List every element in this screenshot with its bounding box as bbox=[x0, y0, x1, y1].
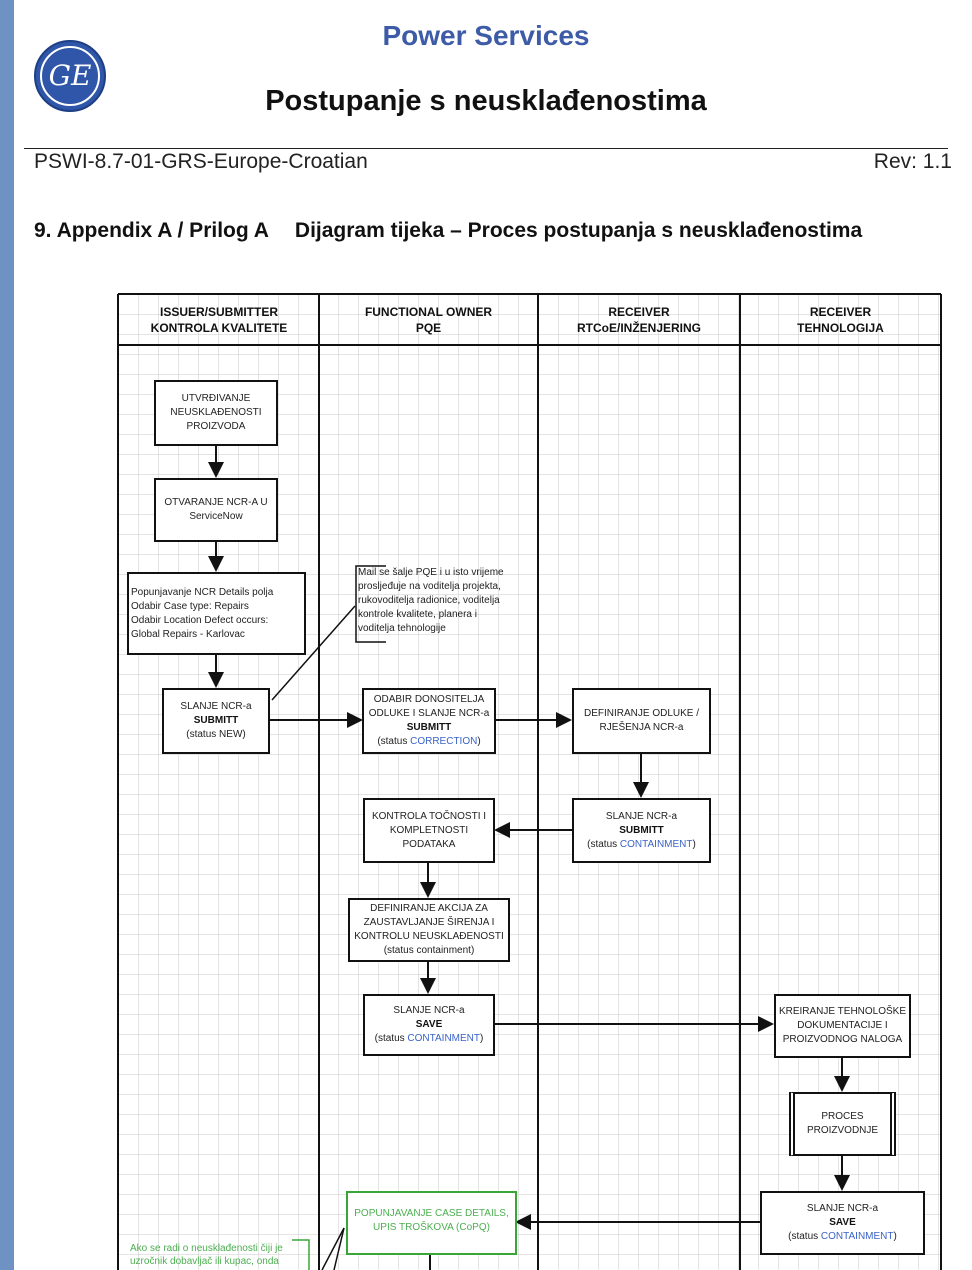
step-text: ServiceNow bbox=[189, 511, 243, 522]
status-value: CORRECTION bbox=[410, 736, 478, 747]
status-prefix: (status bbox=[587, 838, 620, 850]
step-define-containment-actions: DEFINIRANJE AKCIJA ZA ZAUSTAVLJANJE ŠIRE… bbox=[348, 898, 510, 962]
step-check-data-accuracy: KONTROLA TOČNOSTI I KOMPLETNOSTI PODATAK… bbox=[363, 798, 495, 863]
lane-header-line: FUNCTIONAL OWNER bbox=[364, 305, 493, 319]
step-send-ncr-save: SLANJE NCR-a SAVE (status CONTAINMENT) bbox=[363, 994, 495, 1056]
step-identify-nonconformity: UTVRĐIVANJE NEUSKLAĐENOSTI PROIZVODA bbox=[154, 380, 278, 446]
step-text: NEUSKLAĐENOSTI bbox=[170, 407, 262, 418]
step-text: ZAUSTAVLJANJE ŠIRENJA I bbox=[363, 917, 495, 928]
revision-label: Rev: 1.1 bbox=[873, 150, 952, 173]
step-create-tech-documentation: KREIRANJE TEHNOLOŠKE DOKUMENTACIJE I PRO… bbox=[774, 994, 911, 1058]
status-value: CONTAINMENT bbox=[820, 1231, 894, 1242]
step-send-ncr-save-tech: SLANJE NCR-a SAVE (status CONTAINMENT) bbox=[760, 1191, 925, 1255]
step-text: RJEŠENJA NCR-a bbox=[599, 722, 684, 733]
step-text: (status containment) bbox=[383, 945, 475, 956]
step-status: (status CONTAINMENT) bbox=[587, 838, 696, 852]
step-select-decision-owner: ODABIR DONOSITELJA ODLUKE I SLANJE NCR-a… bbox=[362, 688, 496, 754]
step-text: ODABIR DONOSITELJA bbox=[373, 694, 485, 705]
lane-header-line: RTCoE/INŽENJERING bbox=[576, 321, 701, 335]
step-text: Global Repairs - Karlovac bbox=[131, 628, 245, 640]
document-title: Postupanje s neusklađenostima bbox=[265, 85, 707, 117]
section-heading: 9. Appendix A / Prilog A Dijagram tijeka … bbox=[34, 219, 862, 243]
step-define-decision: DEFINIRANJE ODLUKE / RJEŠENJA NCR-a bbox=[572, 688, 711, 754]
step-text: KREIRANJE TEHNOLOŠKE bbox=[778, 1006, 907, 1017]
lane-header-issuer: ISSUER/SUBMITTER KONTROLA KVALITETE bbox=[120, 298, 318, 342]
step-fill-ncr-details: Popunjavanje NCR Details polja Odabir Ca… bbox=[127, 572, 306, 655]
step-open-ncr: OTVARANJE NCR-A U ServiceNow bbox=[154, 478, 278, 542]
lane-header-line: RECEIVER bbox=[608, 305, 670, 319]
step-text: ODLUKE I SLANJE NCR-a bbox=[368, 708, 490, 719]
header-divider bbox=[24, 148, 948, 149]
supplier-annotation: Ako se radi o neusklađenosti čiji je uzr… bbox=[130, 1242, 310, 1268]
note-text: kontrole kvalitete, planera i bbox=[358, 609, 477, 620]
step-text: Odabir Case type: Repairs bbox=[131, 600, 249, 612]
step-action: SUBMITT bbox=[406, 722, 452, 733]
status-value: CONTAINMENT bbox=[407, 1033, 481, 1044]
step-text: POPUNJAVANJE CASE DETAILS, bbox=[354, 1208, 509, 1219]
status-prefix: (status bbox=[374, 1033, 408, 1044]
mail-annotation: Mail se šalje PQE i u isto vrijeme prosl… bbox=[358, 566, 536, 636]
step-text: PROIZVODNJE bbox=[806, 1125, 879, 1136]
lane-header-receiver-tehnologija: RECEIVER TEHNOLOGIJA bbox=[741, 298, 940, 342]
company-name: Power Services bbox=[382, 20, 590, 51]
step-text: Odabir Location Defect occurs: bbox=[131, 614, 269, 626]
note-text: Ako se radi o neusklađenosti čiji je bbox=[130, 1243, 283, 1254]
lane-header-line: ISSUER/SUBMITTER bbox=[159, 305, 278, 319]
status-suffix: ) bbox=[893, 1231, 897, 1242]
step-text: PROIZVODA bbox=[186, 421, 246, 432]
step-text: KONTROLA TOČNOSTI I bbox=[371, 810, 487, 822]
step-text: DEFINIRANJE ODLUKE / bbox=[583, 708, 700, 719]
step-text: UPIS TROŠKOVA (CoPQ) bbox=[373, 1222, 490, 1233]
lane-header-receiver-rtcoe: RECEIVER RTCoE/INŽENJERING bbox=[539, 298, 739, 342]
lane-header-functional-owner: FUNCTIONAL OWNER PQE bbox=[320, 298, 537, 342]
step-action: SAVE bbox=[829, 1217, 856, 1228]
step-text: KOMPLETNOSTI bbox=[389, 824, 469, 836]
lane-header-line: TEHNOLOGIJA bbox=[797, 321, 884, 335]
step-status: (status NEW) bbox=[186, 729, 246, 740]
section-number: 9. Appendix A / Prilog A bbox=[34, 219, 269, 242]
step-text: SLANJE NCR-a bbox=[605, 810, 678, 822]
document-id: PSWI-8.7-01-GRS-Europe-Croatian bbox=[34, 150, 368, 173]
section-subtitle: Dijagram tijeka – Proces postupanja s ne… bbox=[294, 219, 863, 242]
step-fill-case-details: POPUNJAVANJE CASE DETAILS, UPIS TROŠKOVA… bbox=[346, 1191, 517, 1255]
ge-monogram: GE bbox=[40, 46, 100, 106]
status-prefix: (status bbox=[377, 736, 411, 747]
note-text: prosljeđuje na voditelja projekta, bbox=[358, 581, 501, 592]
note-text: uzročnik dobavljač ili kupac, onda bbox=[130, 1256, 279, 1267]
status-suffix: ) bbox=[692, 838, 696, 850]
step-text: PROIZVODNOG NALOGA bbox=[782, 1034, 903, 1045]
note-text: voditelja tehnologije bbox=[358, 623, 446, 634]
status-prefix: (status bbox=[788, 1231, 821, 1242]
step-action: SAVE bbox=[415, 1019, 443, 1030]
step-send-ncr-submitt: SLANJE NCR-a SUBMITT (status NEW) bbox=[162, 688, 270, 754]
step-text: PROCES bbox=[821, 1111, 864, 1122]
status-suffix: ) bbox=[477, 736, 481, 747]
lane-header-line: RECEIVER bbox=[809, 305, 872, 319]
note-text: rukovoditelja radionice, voditelja bbox=[358, 595, 500, 606]
step-status: (status CORRECTION) bbox=[377, 735, 480, 749]
step-text: DEFINIRANJE AKCIJA ZA bbox=[370, 903, 488, 914]
step-status: (status CONTAINMENT) bbox=[788, 1230, 897, 1244]
step-text: Popunjavanje NCR Details polja bbox=[131, 586, 274, 598]
step-text: DOKUMENTACIJE I bbox=[797, 1020, 888, 1031]
lane-header-line: PQE bbox=[415, 321, 442, 335]
step-send-ncr-containment: SLANJE NCR-a SUBMITT (status CONTAINMENT… bbox=[572, 798, 711, 863]
step-text: PODATAKA bbox=[402, 838, 456, 850]
step-text: SLANJE NCR-a bbox=[806, 1203, 879, 1214]
step-text: SLANJE NCR-a bbox=[393, 1005, 465, 1016]
step-status: (status CONTAINMENT) bbox=[375, 1032, 484, 1046]
step-text: OTVARANJE NCR-A U bbox=[164, 497, 268, 508]
status-value: CONTAINMENT bbox=[619, 838, 693, 850]
step-action: SUBMITT bbox=[619, 824, 664, 836]
step-text: UTVRĐIVANJE bbox=[181, 393, 251, 404]
status-suffix: ) bbox=[480, 1033, 484, 1044]
ge-logo: GE bbox=[34, 40, 106, 112]
step-production-process: PROCES PROIZVODNJE bbox=[789, 1092, 896, 1156]
note-text: Mail se šalje PQE i u isto vrijeme bbox=[358, 567, 504, 578]
step-text: KONTROLU NEUSKLAĐENOSTI bbox=[354, 931, 504, 942]
lane-header-line: KONTROLA KVALITETE bbox=[150, 321, 288, 335]
step-action: SUBMITT bbox=[193, 715, 239, 726]
step-text: SLANJE NCR-a bbox=[180, 701, 252, 712]
